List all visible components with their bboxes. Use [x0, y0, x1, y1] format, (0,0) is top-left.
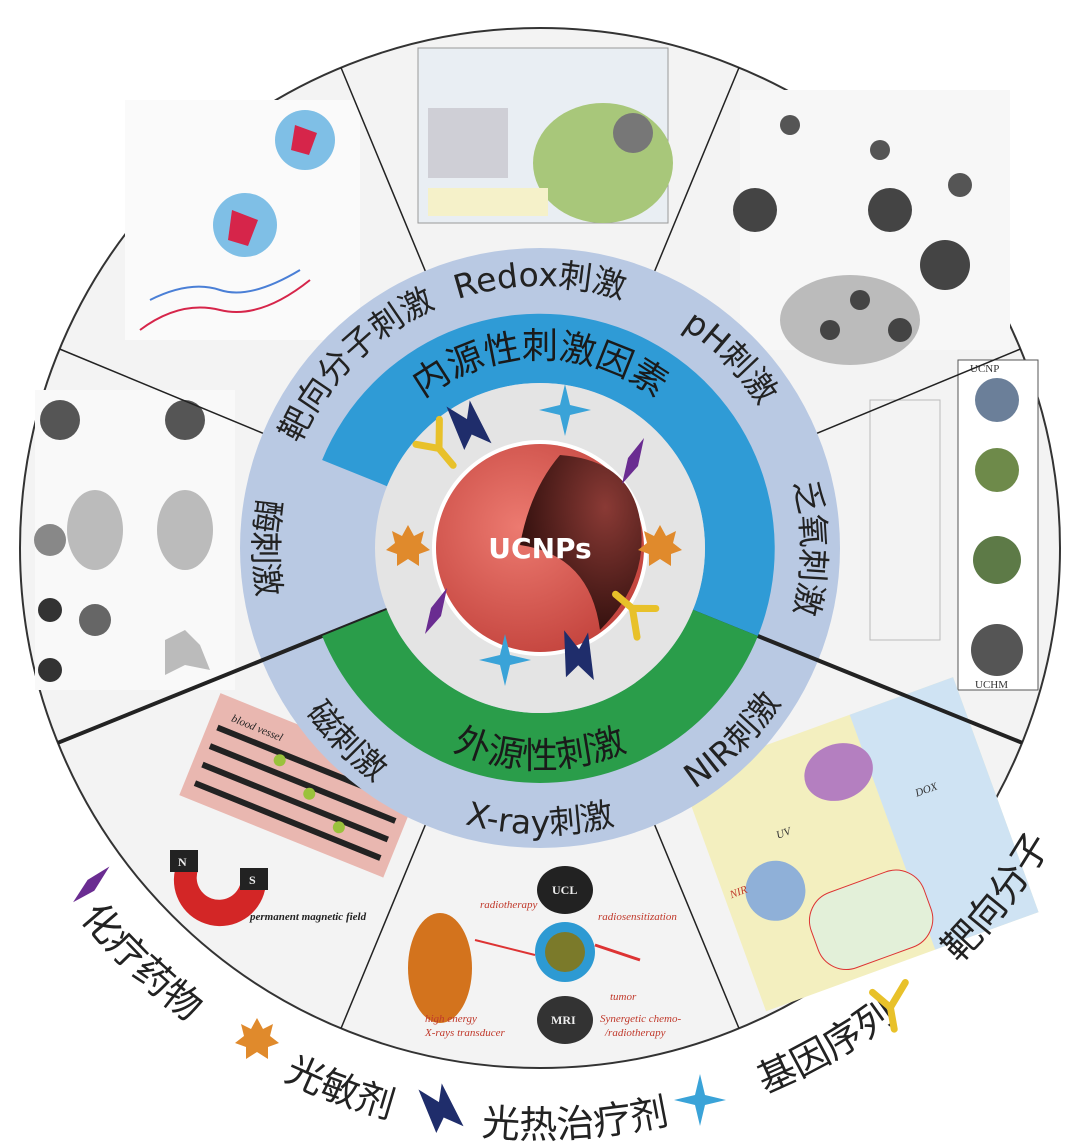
- transducer-label-2: X-rays transducer: [424, 1027, 505, 1039]
- legend-photothermal-icon: [418, 1080, 464, 1135]
- legend-photosensitizer-icon: [235, 1018, 279, 1059]
- ucnp-core: UCNPs: [432, 440, 648, 656]
- tumor-label: tumor: [610, 991, 637, 1003]
- legend-gene-icon: [674, 1074, 726, 1126]
- hypoxia-uchm-label: UCHM: [975, 679, 1008, 691]
- panel-redox-illustration: [417, 47, 673, 224]
- panel-xray-illustration: UCL MRI radiotherapy radiosensitization …: [408, 866, 681, 1044]
- exogenous-band: [322, 609, 758, 783]
- panel-enzyme-illustration: [34, 390, 235, 690]
- magnet-south-label: S: [249, 873, 256, 887]
- uv-label: UV: [775, 825, 794, 842]
- panel-nir-illustration: NIR UV DOX: [680, 677, 1039, 1012]
- radiotherapy-label: radiotherapy: [480, 899, 538, 911]
- legend-photothermal-label: 光热治疗剂: [481, 1089, 672, 1147]
- ucnp-label: UCNPs: [488, 532, 591, 565]
- magnetic-field-label: permanent magnetic field: [249, 911, 367, 923]
- panel-hypoxia-illustration: UCNP UCHM: [869, 359, 1039, 691]
- hypoxia-ucnp-label: UCNP: [970, 363, 999, 375]
- sector-label-enzyme: 酶刺激: [246, 498, 289, 599]
- transducer-label-1: high energy: [425, 1013, 477, 1025]
- panel-ph-illustration: [733, 90, 1010, 365]
- ucl-label: UCL: [552, 883, 577, 897]
- synergetic-label-1: Synergetic chemo-: [600, 1013, 681, 1025]
- radiosensitization-label: radiosensitization: [598, 911, 677, 923]
- legend-photosensitizer-label: 光敏剂: [279, 1047, 400, 1127]
- panel-targeting-illustration: [125, 100, 360, 340]
- endogenous-band: [322, 313, 775, 636]
- synergetic-label-2: /radiotherapy: [604, 1027, 666, 1039]
- magnet-north-label: N: [178, 855, 187, 869]
- mri-label: MRI: [551, 1013, 576, 1027]
